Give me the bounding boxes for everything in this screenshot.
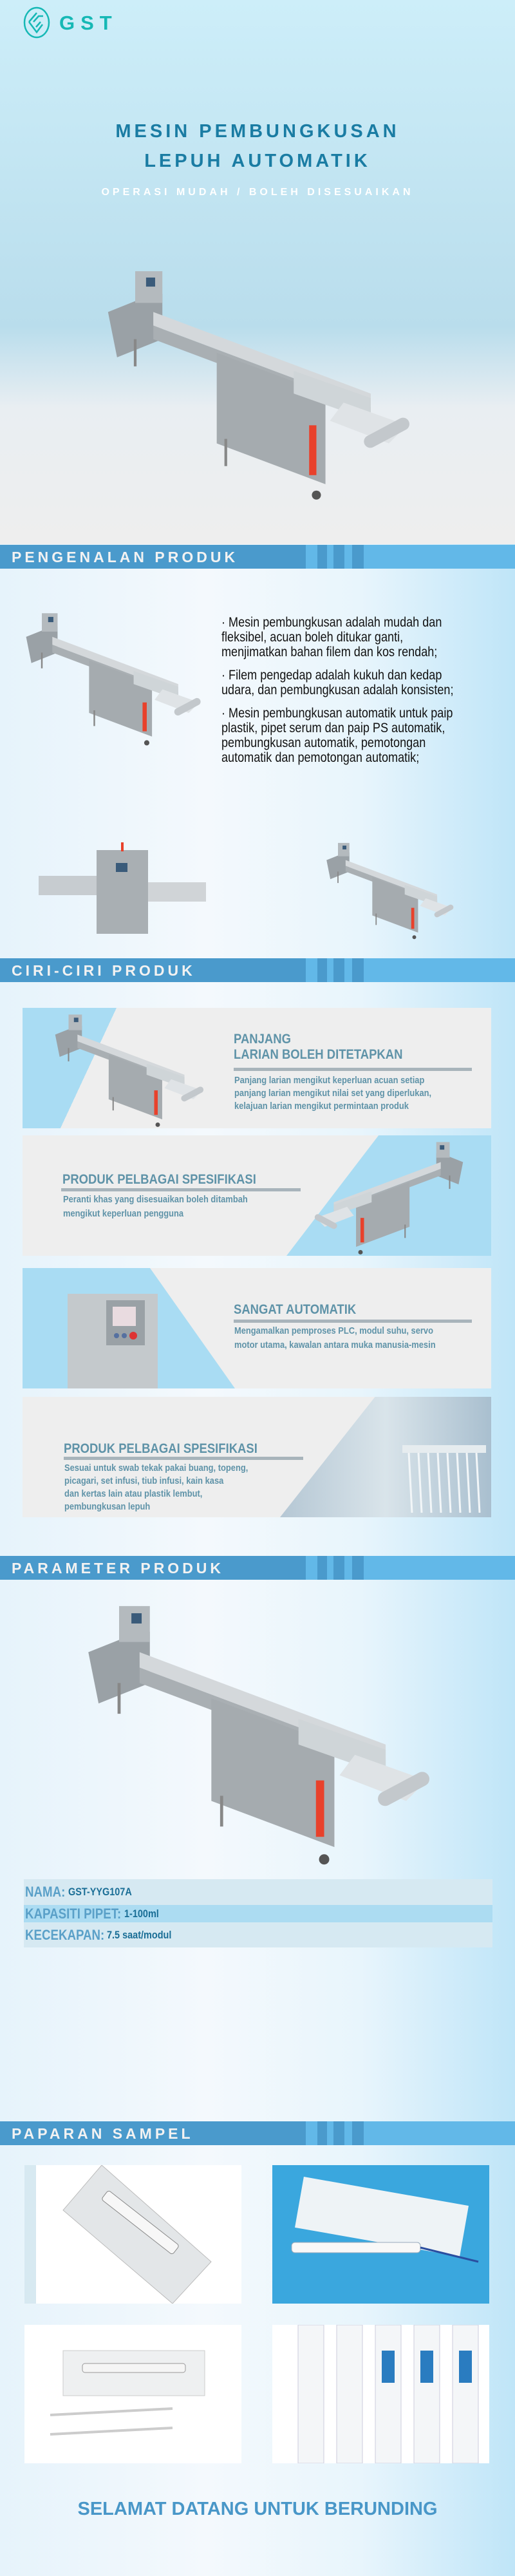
section-title: PAPARAN SAMPEL — [12, 2125, 194, 2142]
feature-title: PRODUK PELBAGAI SPESIFIKASI — [64, 1441, 258, 1456]
parameter-label: KAPASITI PIPET: — [25, 1905, 122, 1922]
parameter-machine-image — [58, 1591, 457, 1868]
parameter-value: GST-YYG107A — [68, 1886, 133, 1898]
feature-desc: Peranti khas yang disesuaikan boleh dita… — [63, 1194, 248, 1205]
sample-swab-blister-image — [24, 2325, 241, 2463]
machine-angle-image — [326, 842, 455, 940]
feature-machine-image — [54, 1014, 205, 1128]
feature-desc: Sesuai untuk swab tekak pakai buang, top… — [64, 1463, 248, 1473]
section-header-samples: PAPARAN SAMPEL — [0, 2121, 515, 2145]
hero-machine-image — [58, 258, 457, 502]
section-title: PARAMETER PRODUK — [12, 1560, 225, 1577]
parameter-label: NAMA: — [25, 1884, 66, 1900]
feature-title: SANGAT AUTOMATIK — [234, 1302, 357, 1317]
section-header-intro: PENGENALAN PRODUK — [0, 545, 515, 569]
section-title: CIRI-CIRI PRODUK — [12, 962, 196, 979]
feature-desc: picagari, set infusi, tiub infusi, kain … — [64, 1475, 224, 1486]
feature-desc: pembungkusan lepuh — [64, 1501, 151, 1512]
footer-cta: SELAMAT DATANG UNTUK BERUNDING — [77, 2499, 438, 2519]
parameter-row: KAPASITI PIPET:1-100ml — [24, 1905, 492, 1922]
parameter-value: 1-100ml — [124, 1907, 159, 1920]
feature-card: PRODUK PELBAGAI SPESIFIKASI Sesuai untuk… — [23, 1397, 491, 1517]
feature-card: SANGAT AUTOMATIK Mengamalkan pemproses P… — [23, 1268, 491, 1388]
machine-side-image — [39, 842, 206, 934]
feature-title: PANJANG — [234, 1032, 291, 1046]
sample-syringe-package-image — [272, 2165, 489, 2304]
intro-point: · Filem pengedap adalah kukuh dan kedap … — [221, 668, 454, 697]
section-title: PENGENALAN PRODUK — [12, 549, 239, 565]
feature-desc: mengikut keperluan pengguna — [63, 1208, 184, 1219]
page-title-line2: LEPUH AUTOMATIK — [144, 151, 371, 171]
feature-desc: Mengamalkan pemproses PLC, modul suhu, s… — [234, 1325, 433, 1336]
intro-point: · Mesin pembungkusan adalah mudah dan fl… — [221, 615, 442, 659]
feature-card: PANJANG LARIAN BOLEH DITETAPKAN Panjang … — [23, 1008, 491, 1128]
section-header-features: CIRI-CIRI PRODUK — [0, 958, 515, 982]
feature-title: PRODUK PELBAGAI SPESIFIKASI — [62, 1172, 256, 1187]
parameter-label: KECEKAPAN: — [25, 1926, 105, 1943]
page-subtitle: OPERASI MUDAH / BOLEH DISESUAIKAN — [101, 187, 414, 198]
feature-desc: Panjang larian mengikut keperluan acuan … — [234, 1075, 425, 1086]
control-panel-image — [68, 1294, 158, 1388]
feature-card: PRODUK PELBAGAI SPESIFIKASI Peranti khas… — [23, 1135, 491, 1256]
parameter-row: KECEKAPAN:7.5 saat/modul — [24, 1922, 492, 1947]
feature-desc: kelajuan larian mengikut permintaan prod… — [234, 1101, 409, 1112]
parameter-value: 7.5 saat/modul — [107, 1928, 172, 1941]
brand-name: GST — [59, 12, 118, 34]
feature-desc: dan kertas lain atau plastik lembut, — [64, 1488, 203, 1499]
section-header-parameters: PARAMETER PRODUK — [0, 1556, 515, 1580]
pipette-production-image — [402, 1445, 486, 1513]
intro-machine-image — [25, 612, 203, 746]
gst-logo-icon — [23, 6, 50, 39]
intro-text: · Mesin pembungkusan adalah mudah dan fl… — [221, 615, 460, 773]
feature-desc: motor utama, kawalan antara muka manusia… — [234, 1340, 436, 1350]
parameter-table: NAMA:GST-YYG107A KAPASITI PIPET:1-100ml … — [24, 1879, 492, 1947]
feature-machine-image — [313, 1141, 464, 1255]
page-title-line1: MESIN PEMBUNGKUSAN — [115, 121, 400, 142]
intro-point: · Mesin pembungkusan automatik untuk pai… — [221, 706, 453, 765]
feature-title: LARIAN BOLEH DITETAPKAN — [234, 1047, 403, 1062]
sample-syringe-blister-image — [24, 2165, 241, 2304]
sample-swab-package-image — [272, 2325, 489, 2463]
parameter-row: NAMA:GST-YYG107A — [24, 1879, 492, 1905]
feature-desc: panjang larian mengikut nilai set yang d… — [234, 1088, 432, 1099]
